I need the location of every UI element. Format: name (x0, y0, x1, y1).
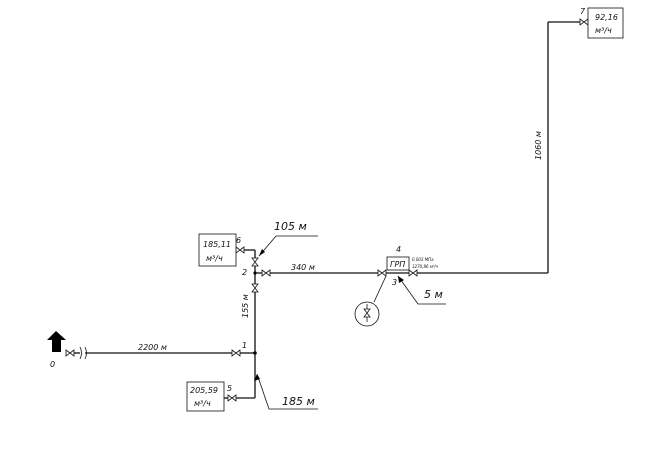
riser-valve-icon (251, 283, 259, 293)
node-1-valve-icon (231, 349, 241, 357)
riser-length-label: 155 м (241, 294, 250, 318)
consumer-6-unit: м³/ч (206, 254, 223, 263)
callout-105-label: 105 м (274, 220, 307, 233)
circled-valve-icon (354, 301, 380, 327)
consumer-5-value: 205,59 (190, 386, 218, 395)
callout-5-leader (397, 275, 446, 305)
gas-source-arrow-icon (47, 331, 66, 352)
to-grp-length-label: 340 м (291, 263, 315, 272)
node-5-label: 5 (227, 384, 232, 393)
grp-flow: 1270,86 м³/ч (412, 264, 439, 269)
grp-outlet-valve-icon (408, 269, 418, 277)
grp-label: ГРП (390, 260, 405, 269)
consumer-6-box: 185,11 м³/ч (198, 233, 237, 267)
source-valve-icon (65, 349, 75, 357)
node-5-valve-icon (227, 394, 237, 402)
grp-box: ГРП (386, 256, 410, 271)
node-7-label: 7 (580, 7, 586, 16)
callout-5-label: 5 м (424, 288, 443, 301)
consumer-6-value: 185,11 (203, 240, 231, 249)
node-6-label: 6 (236, 236, 241, 245)
grp-inlet-valve-icon (377, 269, 387, 277)
consumer-7-value: 92,16 (595, 13, 618, 22)
consumer-5-box: 205,59 м³/ч (186, 381, 225, 412)
node-6-riser-valve-icon (251, 257, 259, 267)
callout-185-leader (256, 373, 318, 410)
vertical-right-length-label: 1060 м (534, 131, 543, 160)
node-1-label: 1 (242, 341, 247, 350)
callout-185-label: 185 м (282, 395, 315, 408)
node-7-valve-icon (579, 18, 589, 26)
node-2-label: 2 (242, 268, 247, 277)
consumer-7-box: 92,16 м³/ч (587, 7, 624, 39)
node-6-valve-icon (235, 246, 245, 254)
node-3-label: 3 (392, 278, 397, 287)
node-0-label: 0 (50, 360, 55, 369)
to-grp-valve-icon (261, 269, 271, 277)
consumer-5-unit: м³/ч (194, 399, 211, 408)
node-4-label: 4 (396, 245, 401, 254)
consumer-7-unit: м³/ч (595, 26, 612, 35)
main-length-label: 2200 м (138, 343, 167, 352)
grp-pressure: 0,003 МПа (412, 257, 434, 262)
callout-105-leader (258, 235, 318, 257)
